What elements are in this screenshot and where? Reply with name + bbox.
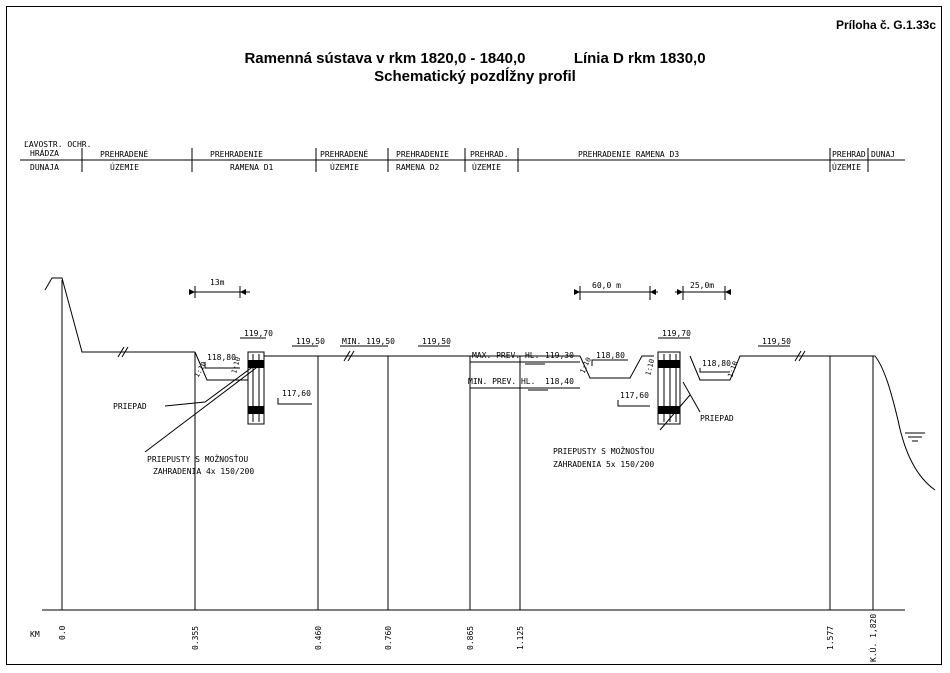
km-mark: 0.760 xyxy=(384,626,393,650)
zone-label: PREHRADENIE RAMENA D3 xyxy=(578,150,679,159)
break-mark xyxy=(121,346,129,358)
level-tick xyxy=(617,400,650,407)
zone-label: RAMENA D2 xyxy=(396,163,440,172)
dimension-label: 13m xyxy=(210,278,225,287)
title-line-id: Línia D rkm 1830,0 xyxy=(573,50,706,67)
culvert-label-1a: PRIEPUSTY S MOŽNOSŤOU xyxy=(147,453,248,464)
appendix-label: Príloha č. G.1.33c xyxy=(835,18,936,32)
km-mark: K.Ú. 1,820 xyxy=(867,614,878,662)
priepad-label-2: PRIEPAD xyxy=(700,414,734,423)
zone-label: ÚZEMIE xyxy=(472,161,501,172)
arrow-head xyxy=(574,289,580,295)
zone-label: ÚZEMIE xyxy=(330,161,359,172)
d3-depression xyxy=(579,355,654,379)
zone-label: DUNAJA xyxy=(30,163,59,172)
break-mark xyxy=(798,350,806,362)
break-mark xyxy=(117,346,125,358)
zone-label: PREHRADENÉ xyxy=(320,148,368,159)
km-mark: 0.865 xyxy=(466,626,475,650)
level-tick xyxy=(277,398,312,405)
level-label: 119,50 xyxy=(296,337,325,346)
drawing-frame xyxy=(6,6,942,665)
dimension-label: 25,0m xyxy=(690,281,714,290)
zone-label: PREHRADENIE xyxy=(396,150,449,159)
zone-label: PREHRADENIE xyxy=(210,150,263,159)
level-tick xyxy=(204,362,240,369)
arrow-head xyxy=(189,289,195,295)
zone-label: ÚZEMIE xyxy=(110,161,139,172)
km-mark: 0.355 xyxy=(191,626,200,650)
level-label: 119,70 xyxy=(662,329,691,338)
zone-label: PREHRAD. xyxy=(470,150,509,159)
level-tick xyxy=(591,359,628,366)
arrow-head xyxy=(240,289,246,295)
zone-label: RAMENA D1 xyxy=(230,163,274,172)
dimension-label: 60,0 m xyxy=(592,281,621,290)
km-mark: 1.125 xyxy=(516,626,525,650)
culvert-leader-1 xyxy=(144,364,261,453)
title-line-2: Schematický pozdĺžny profil xyxy=(374,68,576,85)
level-tick xyxy=(699,368,730,373)
level-label: 119,70 xyxy=(244,329,273,338)
culvert-label-1b: ZAHRADENIA 4x 150/200 xyxy=(153,467,254,476)
level-label: 119,50 xyxy=(422,337,451,346)
gate-block xyxy=(658,406,680,414)
arrow-head xyxy=(650,289,656,295)
zone-label: DUNAJ xyxy=(871,150,895,159)
priepad-label-1: PRIEPAD xyxy=(113,402,147,411)
zone-label: PREHRAD. xyxy=(832,150,871,159)
water-label: MAX. PREV. HL. xyxy=(472,351,539,360)
level-label: MIN. 119,50 xyxy=(342,337,395,346)
water-label: MIN. PREV. HL. xyxy=(468,377,535,386)
km-axis-label: KM xyxy=(30,630,40,639)
gate-block xyxy=(248,406,264,414)
culvert-label-2a: PRIEPUSTY S MOŽNOSŤOU xyxy=(553,445,654,456)
culvert-label-2b: ZAHRADENIA 5x 150/200 xyxy=(553,460,654,469)
level-label: 119,50 xyxy=(762,337,791,346)
gate-block xyxy=(248,360,264,368)
right-bank-profile xyxy=(874,355,936,491)
km-mark: 1.577 xyxy=(826,626,835,650)
level-label: 118,80 xyxy=(207,353,236,362)
level-label: 119,30 xyxy=(545,351,574,360)
slope-label: 1:10 xyxy=(579,356,593,375)
arrow-head xyxy=(677,289,683,295)
level-label: 118,40 xyxy=(545,377,574,386)
break-mark xyxy=(343,350,351,362)
zone-label: ÚZEMIE xyxy=(832,161,861,172)
km-mark: 0.460 xyxy=(314,626,323,650)
zone-label: PREHRADENÉ xyxy=(100,148,148,159)
zone-label: ĽAVOSTR. OCHR.HRÁDZA xyxy=(24,140,91,158)
title-section: Ramenná sústava v rkm 1820,0 - 1840,0 xyxy=(244,50,526,67)
left-dike-profile xyxy=(44,277,195,353)
km-mark: 0.0 xyxy=(58,625,67,640)
level-label: 118,80 xyxy=(702,359,731,368)
priepad-leader-2 xyxy=(682,381,701,413)
arrow-head xyxy=(725,289,731,295)
break-mark xyxy=(347,350,355,362)
title-line-1: Ramenná sústava v rkm 1820,0 - 1840,0 Lí… xyxy=(0,50,950,67)
priepad-leader-1 xyxy=(164,359,263,407)
gate-block xyxy=(658,360,680,368)
level-label: 118,80 xyxy=(596,351,625,360)
break-mark xyxy=(794,350,802,362)
right-berm xyxy=(689,355,875,381)
level-label: 117,60 xyxy=(282,389,311,398)
slope-label: 1:10 xyxy=(644,358,656,376)
level-label: 117,60 xyxy=(620,391,649,400)
